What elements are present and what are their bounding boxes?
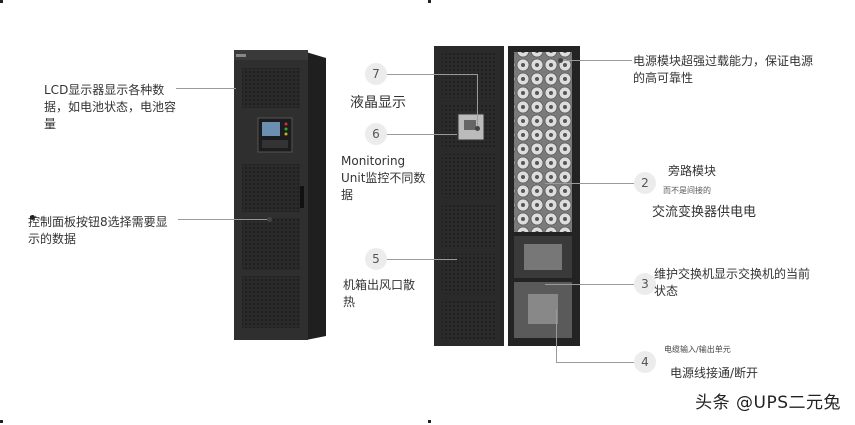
power-module-note: 电源模块超强过载能力，保证电源的高可靠性	[633, 54, 814, 85]
control-panel-anchor	[267, 217, 272, 222]
callout-3-label: 维护交换机显示交换机的当前状态	[654, 267, 811, 298]
bottom-mid-tick	[428, 420, 431, 423]
closed-cabinet-drawing	[234, 50, 326, 340]
callout-4-extra: 电源线接通/断开	[670, 366, 759, 380]
callout-5-label: 机箱出风口散热	[343, 278, 416, 309]
callout-7-label: 液晶显示	[350, 95, 406, 111]
control-panel-leader-line	[178, 219, 270, 220]
callout-2-number: 2	[634, 172, 656, 194]
callout-4-label: 电缆输入/输出单元	[664, 345, 731, 354]
open-cabinet	[432, 44, 582, 349]
callout-5-line	[387, 259, 457, 260]
left-marker	[30, 215, 35, 220]
callout-7-anchor	[475, 126, 480, 131]
callout-2-line	[545, 183, 634, 184]
lcd-leader-line	[176, 88, 236, 89]
callout-2-label: 旁路模块	[668, 164, 717, 178]
callout-4-line	[556, 362, 634, 363]
watermark: 头条 @UPS二元兔	[695, 393, 841, 413]
callout-5-number: 5	[365, 248, 387, 270]
top-left-tick	[0, 0, 3, 3]
callout-3-number: 3	[634, 273, 656, 295]
callout-3-line	[545, 284, 634, 285]
closed-cabinet	[228, 46, 328, 341]
callout-4-number: 4	[634, 351, 656, 373]
callout-7-drop	[477, 74, 478, 128]
top-right-tick	[428, 0, 431, 3]
callout-6-line	[387, 134, 457, 135]
callout-7-line	[387, 74, 477, 75]
callout-6-label: Monitoring Unit监控不同数据	[341, 154, 426, 202]
lcd-display-annotation: LCD显示器显示各种数据，如电池状态，电池容量	[44, 83, 177, 131]
power-module-anchor	[558, 58, 563, 63]
callout-7-number: 7	[365, 63, 387, 85]
bottom-left-tick	[0, 420, 3, 423]
callout-6-number: 6	[365, 123, 387, 145]
open-cabinet-drawing	[434, 46, 580, 346]
control-panel-annotation: 控制面板按钮8选择需要显示的数据	[28, 215, 168, 246]
callout-2-sublabel: 而不是间接的	[663, 186, 711, 195]
callout-2-extra: 交流变换器供电电	[652, 205, 757, 220]
callout-4-drop	[556, 310, 557, 362]
power-module-line	[560, 60, 632, 61]
